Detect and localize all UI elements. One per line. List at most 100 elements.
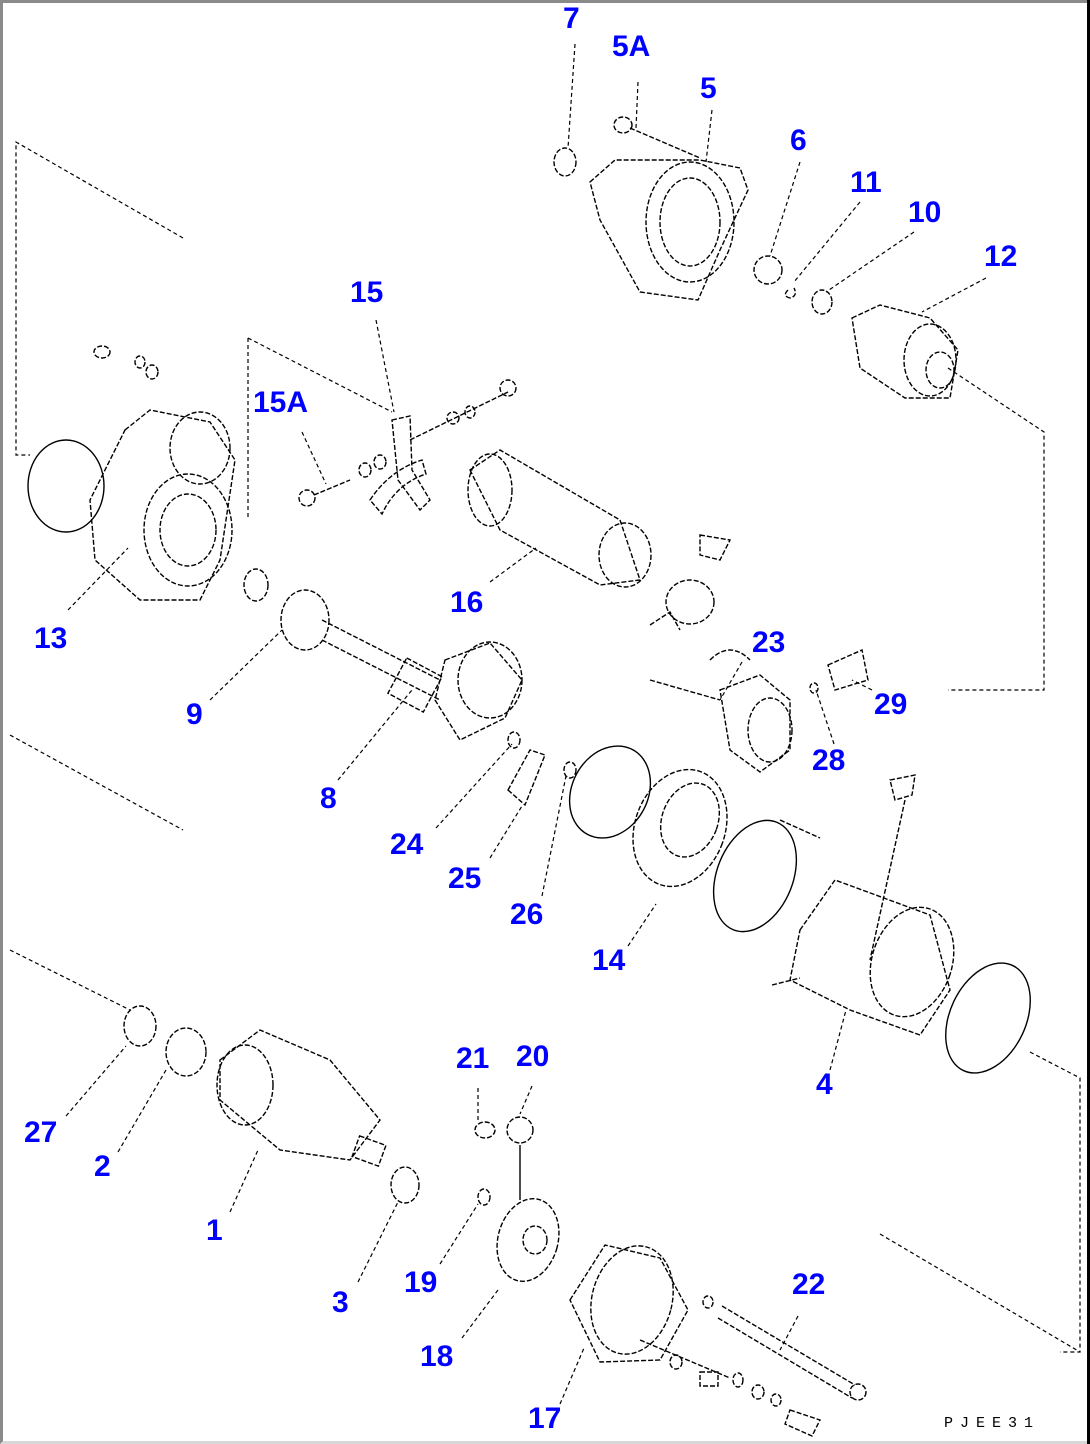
o-ring-mid bbox=[568, 745, 652, 839]
leader-12 bbox=[921, 277, 987, 313]
leader-lines bbox=[65, 43, 987, 1405]
callout-3[interactable]: 3 bbox=[332, 1286, 349, 1319]
callout-12[interactable]: 12 bbox=[984, 240, 1018, 273]
part-11-ring bbox=[784, 287, 797, 299]
part-19 bbox=[477, 1188, 491, 1206]
bracket-lines bbox=[9, 140, 1081, 1353]
leader-24 bbox=[435, 743, 513, 829]
leader-7 bbox=[567, 43, 576, 149]
part-24 bbox=[507, 731, 521, 749]
callout-11[interactable]: 11 bbox=[850, 166, 882, 199]
part-13-housing bbox=[89, 345, 236, 601]
part-29 bbox=[827, 649, 869, 691]
o-ring-right bbox=[945, 962, 1031, 1074]
leader-11 bbox=[793, 201, 861, 283]
part-3-bearing bbox=[390, 1166, 420, 1204]
part-5-housing bbox=[589, 159, 749, 301]
leader-16 bbox=[489, 547, 537, 583]
part-9-bearing bbox=[243, 568, 330, 651]
part-18-brush-holder bbox=[496, 1197, 560, 1283]
part-28 bbox=[809, 682, 819, 694]
callout-26[interactable]: 26 bbox=[510, 898, 544, 931]
leader-23 bbox=[719, 661, 743, 701]
callout-9[interactable]: 9 bbox=[186, 698, 203, 731]
leader-4 bbox=[829, 1009, 847, 1071]
callout-20[interactable]: 20 bbox=[516, 1040, 550, 1073]
bracket-right-upper bbox=[947, 367, 1045, 691]
callout-5a[interactable]: 5A bbox=[612, 30, 651, 63]
leader-17 bbox=[559, 1347, 585, 1405]
leader-15 bbox=[375, 319, 395, 413]
leader-1 bbox=[229, 1149, 259, 1213]
callout-5[interactable]: 5 bbox=[700, 72, 717, 105]
callout-15[interactable]: 15 bbox=[350, 276, 384, 309]
callout-1[interactable]: 1 bbox=[206, 1214, 223, 1247]
callout-15a[interactable]: 15A bbox=[253, 386, 309, 419]
callout-23[interactable]: 23 bbox=[752, 626, 786, 659]
leader-5 bbox=[705, 109, 713, 163]
leader-22 bbox=[779, 1315, 799, 1351]
callout-21[interactable]: 21 bbox=[456, 1042, 490, 1075]
callout-17[interactable]: 17 bbox=[528, 1402, 562, 1435]
bracket-left-mid bbox=[9, 734, 184, 831]
bracket-left-upper bbox=[15, 140, 184, 456]
part-5a-bolt bbox=[613, 116, 701, 159]
bracket-right-lower bbox=[1029, 1051, 1081, 1353]
callout-16[interactable]: 16 bbox=[450, 586, 484, 619]
leader-18 bbox=[461, 1289, 499, 1339]
callout-27[interactable]: 27 bbox=[24, 1116, 58, 1149]
callout-19[interactable]: 19 bbox=[404, 1266, 438, 1299]
leader-10 bbox=[825, 231, 915, 293]
part-15a-bolt bbox=[298, 454, 387, 507]
part-21 bbox=[474, 1121, 496, 1139]
leader-19 bbox=[439, 1203, 479, 1265]
callout-10[interactable]: 10 bbox=[908, 196, 942, 229]
part-14-plate bbox=[632, 768, 821, 888]
part-20 bbox=[506, 1116, 534, 1144]
part-15-lever bbox=[369, 379, 517, 516]
part-8-clutch bbox=[321, 619, 523, 741]
part-7-washer bbox=[553, 147, 577, 177]
leader-8 bbox=[337, 689, 413, 781]
o-ring-left bbox=[27, 439, 105, 533]
callout-25[interactable]: 25 bbox=[448, 862, 482, 895]
part-12-pinion bbox=[851, 304, 959, 399]
o-ring-yoke bbox=[712, 819, 798, 933]
callout-6[interactable]: 6 bbox=[790, 124, 807, 157]
callout-22[interactable]: 22 bbox=[792, 1268, 826, 1301]
leader-14 bbox=[627, 903, 657, 947]
part-4-yoke bbox=[771, 774, 955, 1036]
leader-15a bbox=[301, 431, 327, 485]
part-16-solenoid bbox=[467, 449, 732, 631]
leader-25 bbox=[489, 805, 523, 859]
leader-29 bbox=[851, 679, 873, 691]
drawing-reference-code: PJEE31 bbox=[943, 1415, 1040, 1432]
part-27-ring bbox=[123, 1005, 157, 1047]
frame-right-edge bbox=[1087, 0, 1090, 1444]
part-26 bbox=[563, 761, 577, 779]
bracket-left-lower bbox=[9, 949, 131, 1011]
callout-13[interactable]: 13 bbox=[34, 622, 68, 655]
callout-18[interactable]: 18 bbox=[420, 1340, 454, 1373]
leader-27 bbox=[65, 1045, 127, 1117]
leader-28 bbox=[815, 689, 835, 745]
bracket-15-diagonal bbox=[247, 337, 393, 413]
callout-2[interactable]: 2 bbox=[94, 1150, 111, 1183]
callout-14[interactable]: 14 bbox=[592, 944, 626, 977]
part-25 bbox=[507, 749, 546, 807]
leader-20 bbox=[519, 1085, 533, 1115]
callout-7[interactable]: 7 bbox=[563, 2, 580, 35]
callout-4[interactable]: 4 bbox=[816, 1068, 833, 1101]
callout-8[interactable]: 8 bbox=[320, 782, 337, 815]
leader-26 bbox=[541, 775, 567, 897]
part-17-end-cover bbox=[569, 1244, 821, 1437]
leader-6 bbox=[769, 161, 801, 257]
leader-5a bbox=[635, 81, 639, 129]
leader-13 bbox=[67, 547, 129, 611]
part-6-bushing bbox=[753, 255, 783, 285]
leader-2 bbox=[117, 1069, 167, 1153]
callout-29[interactable]: 29 bbox=[874, 688, 908, 721]
callout-24[interactable]: 24 bbox=[390, 828, 424, 861]
callout-28[interactable]: 28 bbox=[812, 744, 846, 777]
